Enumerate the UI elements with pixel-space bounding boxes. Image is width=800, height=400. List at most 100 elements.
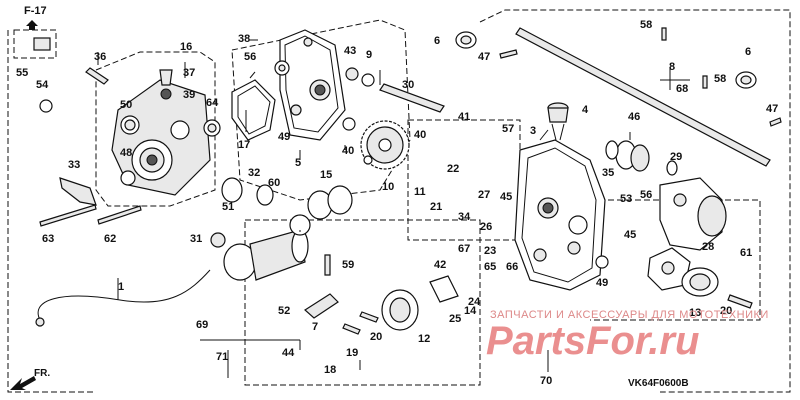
callout-19: 19 xyxy=(346,347,358,359)
callout-45a: 45 xyxy=(500,191,512,203)
shift-group-outline xyxy=(407,119,521,241)
main-housing xyxy=(111,69,221,196)
callout-5: 5 xyxy=(295,157,301,169)
callout-14: 14 xyxy=(464,305,477,317)
front-label: FR. xyxy=(34,368,50,379)
callout-59: 59 xyxy=(342,259,354,271)
callout-46: 46 xyxy=(628,111,640,123)
callout-54: 54 xyxy=(36,79,49,91)
callout-11: 11 xyxy=(414,186,426,198)
callout-49b: 49 xyxy=(596,277,608,289)
callout-labels: 1 3 4 5 6 6 7 8 9 10 11 12 13 14 15 16 1… xyxy=(16,19,778,387)
callout-31: 31 xyxy=(190,233,202,245)
callout-69: 69 xyxy=(196,319,208,331)
bearing-set xyxy=(605,140,650,172)
callout-45b: 45 xyxy=(624,229,636,241)
callout-22: 22 xyxy=(447,163,459,175)
callout-12: 12 xyxy=(418,333,430,345)
watermark-logo: PartsFor.ru xyxy=(486,319,699,363)
callout-52: 52 xyxy=(278,305,290,317)
callout-34: 34 xyxy=(458,211,471,223)
callout-35: 35 xyxy=(602,167,614,179)
bolt-62 xyxy=(97,205,142,225)
callout-71: 71 xyxy=(216,351,228,363)
callout-49a: 49 xyxy=(278,131,290,143)
callout-36: 36 xyxy=(94,51,106,63)
callout-1: 1 xyxy=(118,281,124,293)
pump-cap-25 xyxy=(429,275,459,303)
pin-20-right xyxy=(727,294,753,309)
callout-28: 28 xyxy=(702,241,714,253)
oil-filler-cap xyxy=(547,102,569,141)
pin-47a xyxy=(499,49,518,59)
callout-32: 32 xyxy=(248,167,260,179)
callout-20b: 20 xyxy=(720,305,732,317)
callout-56a: 56 xyxy=(244,51,256,63)
callout-21: 21 xyxy=(430,201,442,213)
callout-44: 44 xyxy=(282,347,295,359)
callout-58a: 58 xyxy=(640,19,652,31)
shift-lever xyxy=(304,293,339,319)
callout-25: 25 xyxy=(449,313,461,325)
watermark-tagline: ЗАПЧАСТИ И АКСЕССУАРЫ ДЛЯ МОТОТЕХНИКИ xyxy=(490,309,769,321)
callout-13: 13 xyxy=(689,307,701,319)
callout-37: 37 xyxy=(183,67,195,79)
callout-6a: 6 xyxy=(434,35,440,47)
callout-20a: 20 xyxy=(370,331,382,343)
pump-rotor xyxy=(381,289,419,331)
callout-70: 70 xyxy=(540,375,552,387)
callout-61: 61 xyxy=(740,247,752,259)
reference-part-icon xyxy=(33,37,51,51)
pin-58b xyxy=(702,75,708,89)
group-outline-right xyxy=(479,9,791,393)
callout-68: 68 xyxy=(676,83,688,95)
callout-53: 53 xyxy=(620,193,632,205)
bolt-36 xyxy=(85,67,109,85)
callout-10: 10 xyxy=(382,181,394,193)
gearbox-case xyxy=(514,139,609,291)
callout-66: 66 xyxy=(506,261,518,273)
diagram-code: VK64F0600B xyxy=(628,378,689,389)
callout-43: 43 xyxy=(344,45,356,57)
callout-47b: 47 xyxy=(766,103,778,115)
callout-18: 18 xyxy=(324,364,336,376)
ring-60 xyxy=(256,184,274,206)
callout-15: 15 xyxy=(320,169,332,181)
large-gear xyxy=(360,120,410,170)
callout-39: 39 xyxy=(183,89,195,101)
washer-54 xyxy=(39,99,53,113)
control-cable xyxy=(37,269,211,321)
electric-motor xyxy=(659,177,727,251)
group-outline-left xyxy=(7,30,96,393)
callout-4: 4 xyxy=(582,104,589,116)
reference-label: F-17 xyxy=(24,5,47,17)
leader-lines xyxy=(97,39,690,378)
callout-60: 60 xyxy=(268,177,280,189)
callout-27: 27 xyxy=(478,189,490,201)
callout-56b: 56 xyxy=(640,189,652,201)
clutch-drum xyxy=(223,229,309,281)
callout-50: 50 xyxy=(120,99,132,111)
callout-62: 62 xyxy=(104,233,116,245)
callout-47a: 47 xyxy=(478,51,490,63)
up-arrow-icon xyxy=(26,20,38,30)
front-direction-indicator: FR. xyxy=(10,368,50,390)
shift-rod xyxy=(515,27,771,167)
callout-64: 64 xyxy=(206,97,219,109)
callout-24: 24 xyxy=(468,296,481,308)
callout-23: 23 xyxy=(484,245,496,257)
gear-small xyxy=(345,67,359,81)
bolt-63 xyxy=(39,204,97,227)
washer-29 xyxy=(666,160,678,176)
callout-9: 9 xyxy=(366,49,372,61)
callout-33: 33 xyxy=(68,159,80,171)
pin-47b xyxy=(769,117,782,127)
rotor xyxy=(681,267,719,297)
callout-55: 55 xyxy=(16,67,28,79)
callout-16: 16 xyxy=(180,41,192,53)
pin-58a xyxy=(661,27,667,41)
callout-63: 63 xyxy=(42,233,54,245)
callout-65: 65 xyxy=(484,261,496,273)
